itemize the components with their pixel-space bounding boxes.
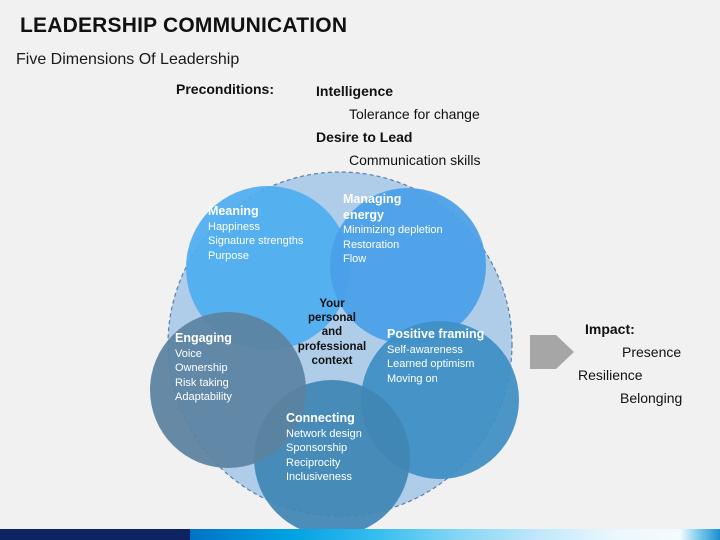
preconditions-label: Preconditions: <box>176 81 275 97</box>
center-line: Your <box>319 298 345 310</box>
dimension-item: Moving on <box>387 372 438 385</box>
band-segment-tail <box>680 529 720 540</box>
dimension-item: Purpose <box>208 249 249 262</box>
dimension-heading-cont: energy <box>343 207 384 222</box>
dimension-item: Restoration <box>343 238 400 251</box>
dimension-item: Ownership <box>175 362 228 374</box>
dimension-item: Voice <box>175 347 202 360</box>
diagram-center-label: Your personal and professional context <box>282 297 382 368</box>
band-segment-navy <box>0 529 190 540</box>
band-segment-gradient <box>190 529 680 540</box>
center-line: professional <box>297 340 367 353</box>
page-subtitle: Five Dimensions Of Leadership <box>16 51 240 68</box>
dimension-item: Self-awareness <box>387 343 463 356</box>
dimension-item: Signature strengths <box>208 235 304 247</box>
footer-gradient-band <box>0 529 720 540</box>
circle-engaging <box>150 312 306 468</box>
dimension-meaning-label: Meaning Happiness Signature strengths Pu… <box>208 204 303 263</box>
center-line: context <box>311 354 353 367</box>
impact-item: Belonging <box>620 390 683 406</box>
dimension-item: Sponsorship <box>286 442 348 454</box>
dimension-positive-framing-label: Positive framing Self-awareness Learned … <box>387 327 484 386</box>
dimension-connecting-label: Connecting Network design Sponsorship Re… <box>286 411 362 485</box>
impact-item: Resilience <box>578 367 643 383</box>
impact-item: Presence <box>622 344 682 360</box>
center-line: personal <box>308 312 356 325</box>
dimension-heading: Engaging <box>175 331 232 345</box>
preconditions-list: Intelligence Tolerance for change Desire… <box>316 80 576 172</box>
dimension-managing-energy-label: Managing energy Minimizing depletion Res… <box>343 192 443 267</box>
precondition-item: Communication skills <box>349 152 481 168</box>
dimension-item: Flow <box>343 253 367 265</box>
dimension-item: Adaptability <box>175 391 232 403</box>
dimension-item: Risk taking <box>175 376 229 389</box>
circle-managing-energy <box>330 188 486 344</box>
impact-block: Impact: Presence Resilience Belonging <box>560 318 720 410</box>
dimension-heading: Connecting <box>286 411 355 425</box>
page-title: LEADERSHIP COMMUNICATION <box>20 14 348 37</box>
dimension-item: Happiness <box>208 220 260 233</box>
precondition-item: Intelligence <box>316 83 394 99</box>
dimension-heading: Positive framing <box>387 327 485 341</box>
dimension-item: Reciprocity <box>286 456 341 469</box>
center-line: and <box>321 326 343 339</box>
impact-label: Impact: <box>585 321 635 337</box>
dimension-item: Inclusiveness <box>286 471 353 483</box>
dimension-item: Minimizing depletion <box>343 224 443 236</box>
arrow-shape <box>530 335 574 369</box>
dimension-engaging-label: Engaging Voice Ownership Risk taking Ada… <box>175 331 232 405</box>
circle-meaning <box>186 186 350 350</box>
dimension-item: Network design <box>286 427 362 440</box>
dimension-heading: Meaning <box>208 204 259 218</box>
dimension-heading: Managing <box>343 192 402 206</box>
impact-arrow <box>530 327 574 377</box>
dimension-item: Learned optimism <box>387 358 475 370</box>
five-dimensions-diagram: Meaning Happiness Signature strengths Pu… <box>150 168 530 536</box>
precondition-item: Tolerance for change <box>349 106 480 122</box>
precondition-item: Desire to Lead <box>316 129 413 145</box>
